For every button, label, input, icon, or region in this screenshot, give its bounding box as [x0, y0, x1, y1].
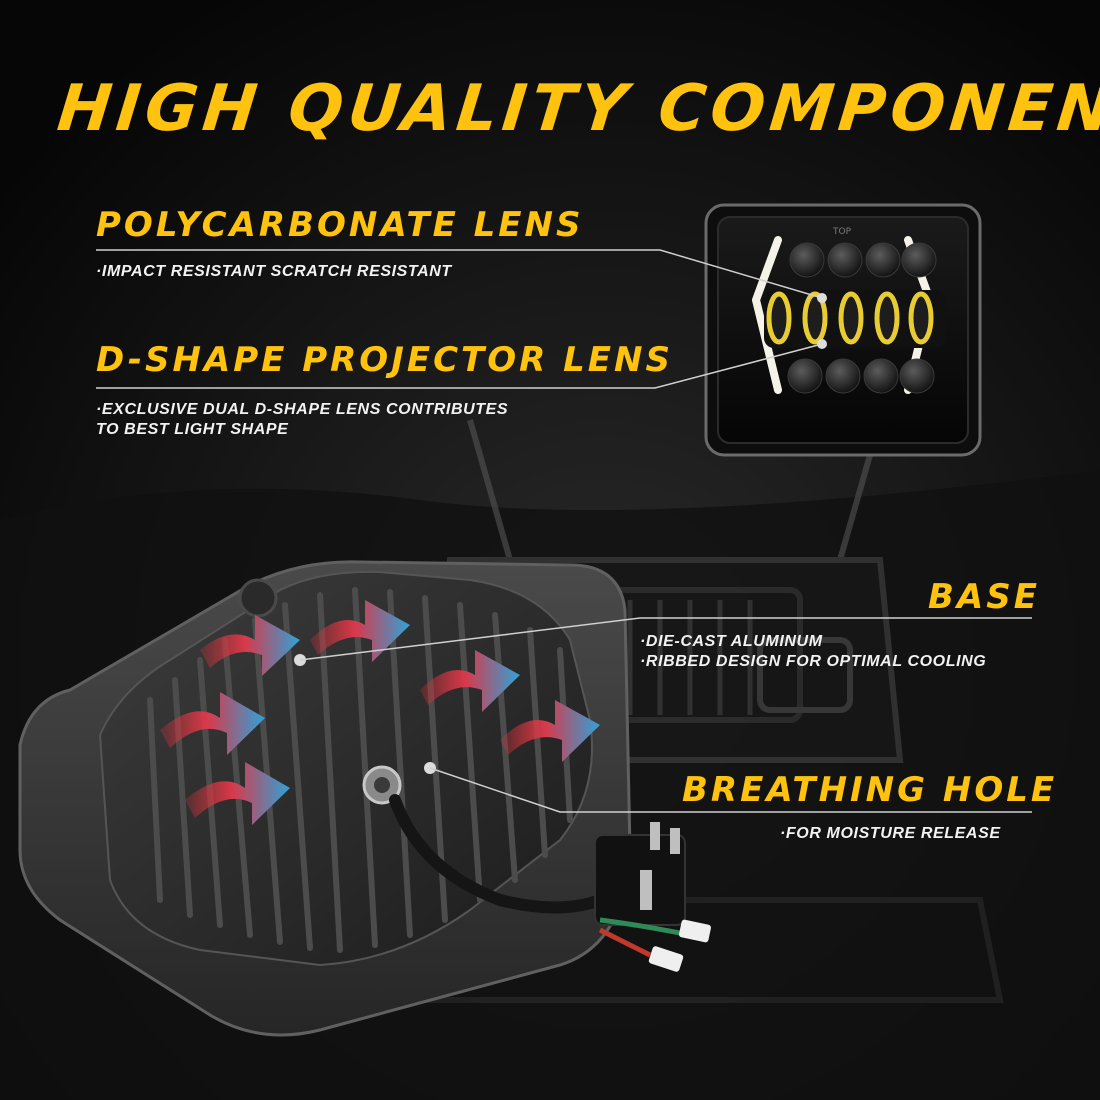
headlight-front-view: TOP [704, 203, 982, 457]
headlight-back-view [18, 560, 711, 1037]
polycarbonate-lens-note: ·IMPACT RESISTANT SCRATCH RESISTANT [96, 263, 452, 280]
d-shape-lens-note-line2: TO BEST LIGHT SHAPE [96, 421, 289, 438]
callout-lines [96, 249, 1032, 813]
base-note-line2: ·RIBBED DESIGN FOR OPTIMAL COOLING [640, 653, 987, 670]
base-heading: BASE [928, 577, 1040, 617]
upper-led-row [789, 242, 937, 278]
lamp-top-marking: TOP [832, 227, 852, 237]
lower-led-row [787, 358, 935, 394]
h4-connector [594, 822, 686, 926]
d-shape-lens-note-line1: ·EXCLUSIVE DUAL D-SHAPE LENS CONTRIBUTES [96, 401, 509, 418]
d-shape-lens-heading: D-SHAPE PROJECTOR LENS [96, 340, 673, 380]
breathing-hole-note: ·FOR MOISTURE RELEASE [780, 825, 1001, 842]
drl-left [752, 236, 782, 394]
airflow-arrows [160, 600, 600, 825]
base-note-line1: ·DIE-CAST ALUMINUM [640, 633, 823, 650]
breathing-hole-heading: BREATHING HOLE [682, 770, 1058, 810]
d-shape-projector-row [764, 290, 946, 348]
page-title: HIGH QUALITY COMPONENTS [54, 72, 1100, 146]
polycarbonate-lens-heading: POLYCARBONATE LENS [96, 205, 584, 245]
power-cable [389, 794, 606, 914]
